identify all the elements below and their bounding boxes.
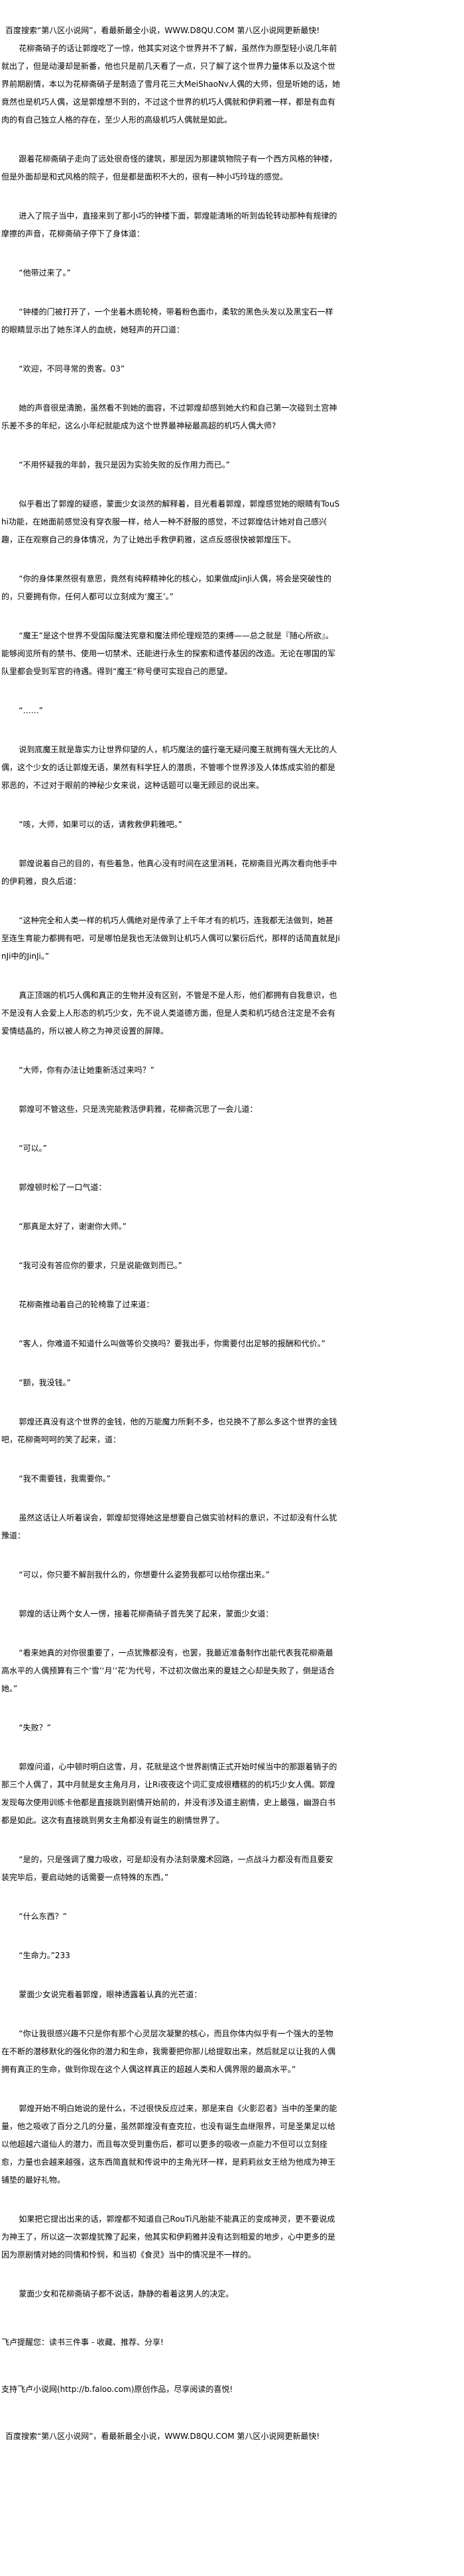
paragraph: “我不需要钱，我需要你。” <box>19 1474 111 1483</box>
paragraph: 郭煌的话让两个女人一愣，接着花柳斋硝子首先笑了起来，蒙面少女道： <box>19 1609 274 1618</box>
paragraph: 蒙面少女说完看着郭煌，眼神透露着认真的光芒道： <box>19 1990 202 1999</box>
paragraph: “……” <box>19 706 43 715</box>
paragraph: “你让我很感兴趣不只是你有那个心灵层次凝聚的核心，而且你体内似乎有一个强大的圣物… <box>1 2029 336 2074</box>
paragraph: 郭煌开始不明白她说的是什么，不过很快反应过来，那是来自《火影忍者》当中的圣果的能… <box>1 2104 337 2185</box>
footer-support-link[interactable]: 支持飞卢小说网(http://b.faloo.com)原创作品，尽享阅读的喜悦! <box>1 2385 233 2394</box>
paragraph: 郭煌顿时松了一口气道： <box>19 1183 107 1192</box>
paragraph: 郭煌可不管这些，只是洗完能救活伊莉雅，花柳斋沉思了一会儿道： <box>19 1105 258 1114</box>
paragraph: “他带过来了。” <box>19 268 71 277</box>
paragraph: “可以。” <box>19 1144 47 1153</box>
paragraph: “额，我没钱。” <box>19 1378 71 1387</box>
paragraph: 她的声音很是清脆，虽然看不到她的面容，不过郭煌却感到她大约和自己第一次碰到土宫神… <box>1 403 337 430</box>
paragraph: 似乎看出了郭煌的疑惑，蒙面少女淡然的解释着，目光看着郭煌，郭煌感觉她的眼睛有To… <box>1 499 340 544</box>
paragraph: 虽然这话让人听着误会，郭煌却觉得她这是想要自己做实验材料的意识，不过却没有什么犹… <box>1 1513 337 1540</box>
paragraph: “我可没有答应你的要求，只是说能做到而已。” <box>19 1261 182 1270</box>
paragraph: “这种完全和人类一样的机巧人偶绝对是传承了上千年才有的机巧，连我都无法做到，她甚… <box>1 916 340 961</box>
paragraph: 如果把它提出出来的话，郭煌都不知道自己RouTi凡胎能不能真正的变成神灵，更不要… <box>1 2214 336 2259</box>
paragraph: “客人，你难道不知道什么叫做等价交换吗？要我出手，你需要付出足够的报酬和代价。” <box>19 1339 325 1348</box>
paragraph: “是的，只是强调了魔力吸收，可是却没有办法刻录魔术回路，一点战斗力都没有而且要安… <box>1 1855 333 1882</box>
paragraph: “失败？” <box>19 1723 51 1732</box>
paragraph: 真正顶端的机巧人偶和真正的生物并没有区别，不管是不是人形，他们都拥有自我意识，也… <box>1 991 337 1036</box>
paragraph: “那真是太好了，谢谢你大师。” <box>19 1222 127 1231</box>
chapter-page: 百度搜索“第八区小说网”，看最新最全小说，WWW.D8QU.COM 第八区小说网… <box>1 22 341 2446</box>
site-banner-bottom: 百度搜索“第八区小说网”，看最新最全小说，WWW.D8QU.COM 第八区小说网… <box>5 2432 320 2441</box>
paragraph: “钟楼的门被打开了，一个坐着木质轮椅，带着粉色面巾，柔软的黑色头发以及黑宝石一样… <box>1 307 333 334</box>
paragraph: “欢迎，不同寻常的贵客。03” <box>19 364 125 373</box>
paragraph: “什么东西？” <box>19 1912 67 1921</box>
paragraph: “魔王”是这个世界不受国际魔法宪章和魔法师伦理规范的束缚——总之就是『随心所欲』… <box>1 631 336 676</box>
paragraph: “大师，你有办法让她重新活过来吗？” <box>19 1065 154 1075</box>
paragraph: 说到底魔王就是靠实力让世界仰望的人，机巧魔法的盛行毫无疑问魔王就拥有强大无比的人… <box>1 745 337 790</box>
paragraph: “生命力。”233 <box>19 1951 70 1960</box>
paragraph: “可以，你只要不解剖我什么的，你想要什么姿势我都可以给你摆出来。” <box>19 1570 270 1579</box>
chapter-footer: 飞卢提醒您：读书三件事 - 收藏、推荐、分享! 支持飞卢小说网(http://b… <box>1 2334 341 2446</box>
paragraph: “你的身体果然很有意思，竟然有纯粹精神化的核心，如果做成JinJi人偶，将会是突… <box>1 574 331 601</box>
footer-reminder: 飞卢提醒您：读书三件事 - 收藏、推荐、分享! <box>1 2338 164 2347</box>
site-banner-top: 百度搜索“第八区小说网”，看最新最全小说，WWW.D8QU.COM 第八区小说网… <box>5 26 320 35</box>
chapter-body: 花柳斋硝子的话让郭煌吃了一惊，他其实对这个世界并不了解，虽然作为原型轻小说几年前… <box>1 40 341 2303</box>
paragraph: “咳，大师，如果可以的话，请救救伊莉雅吧。” <box>19 820 182 829</box>
paragraph: 郭煌说着自己的目的，有些着急，他真心没有时间在这里消耗，花柳斋目光再次看向他手中… <box>1 859 337 886</box>
paragraph: 郭煌问道，心中顿时明白这雪，月，花就是这个世界剧情正式开始时候当中的那跟着销子的… <box>1 1762 337 1825</box>
paragraph: 郭煌还真没有这个世界的金钱，他的万能魔力所剩不多，也兑换不了那么多这个世界的金钱… <box>1 1417 337 1444</box>
paragraph: 花柳斋硝子的话让郭煌吃了一惊，他其实对这个世界并不了解，虽然作为原型轻小说几年前… <box>1 44 341 124</box>
paragraph: “不用怀疑我的年龄，我只是因为实验失败的反作用力而已。” <box>19 460 230 470</box>
paragraph: 进入了院子当中，直接来到了那小巧的钟楼下面，郭煌能清晰的听到齿轮转动那种有规律的… <box>1 211 337 238</box>
paragraph: “看来她真的对你很重要了，一点犹豫都没有，也罢，我最近准备制作出能代表我花柳斋最… <box>1 1648 335 1693</box>
paragraph: 蒙面少女和花柳斋硝子都不说话，静静的看着这男人的决定。 <box>19 2289 234 2299</box>
paragraph: 花柳斋推动着自己的轮椅靠了过来道： <box>19 1300 154 1309</box>
paragraph: 跟着花柳斋硝子走向了远处很奇怪的建筑，那是因为那建筑物院子有一个西方风格的钟楼，… <box>1 154 337 181</box>
